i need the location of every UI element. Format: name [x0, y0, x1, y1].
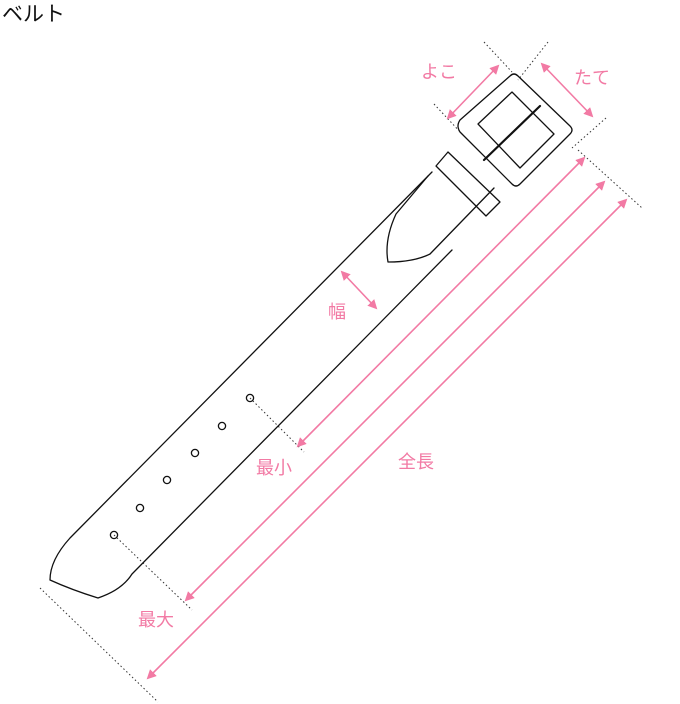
label-tate: たて	[574, 68, 610, 89]
belt-prong	[482, 104, 542, 162]
label-width: 幅	[328, 302, 346, 323]
measurement-labels: よこ たて 幅 最小 全長 最大	[138, 62, 610, 631]
arrow-maximum	[184, 180, 606, 602]
belt-strap	[49, 171, 453, 599]
belt-hole	[109, 530, 119, 540]
guide-lines	[39, 41, 643, 703]
label-minimum: 最小	[256, 458, 292, 479]
belt-hole	[135, 503, 145, 513]
belt-buckle-inner	[477, 91, 555, 169]
page-title: ベルト	[2, 2, 65, 26]
belt-icon	[49, 73, 573, 599]
label-yoko: よこ	[421, 62, 457, 83]
belt-hole	[162, 475, 172, 485]
measurement-arrows	[146, 62, 628, 680]
arrow-width	[340, 270, 378, 310]
belt-keeper-loop	[386, 175, 495, 263]
arrow-yoko	[446, 64, 500, 120]
label-maximum: 最大	[138, 610, 174, 631]
belt-hole	[217, 421, 227, 431]
belt-hole	[190, 448, 200, 458]
arrow-total-length	[146, 198, 628, 680]
belt-buckle-frame	[457, 73, 573, 187]
arrow-tate	[540, 62, 594, 118]
label-total-length: 全長	[398, 452, 434, 473]
